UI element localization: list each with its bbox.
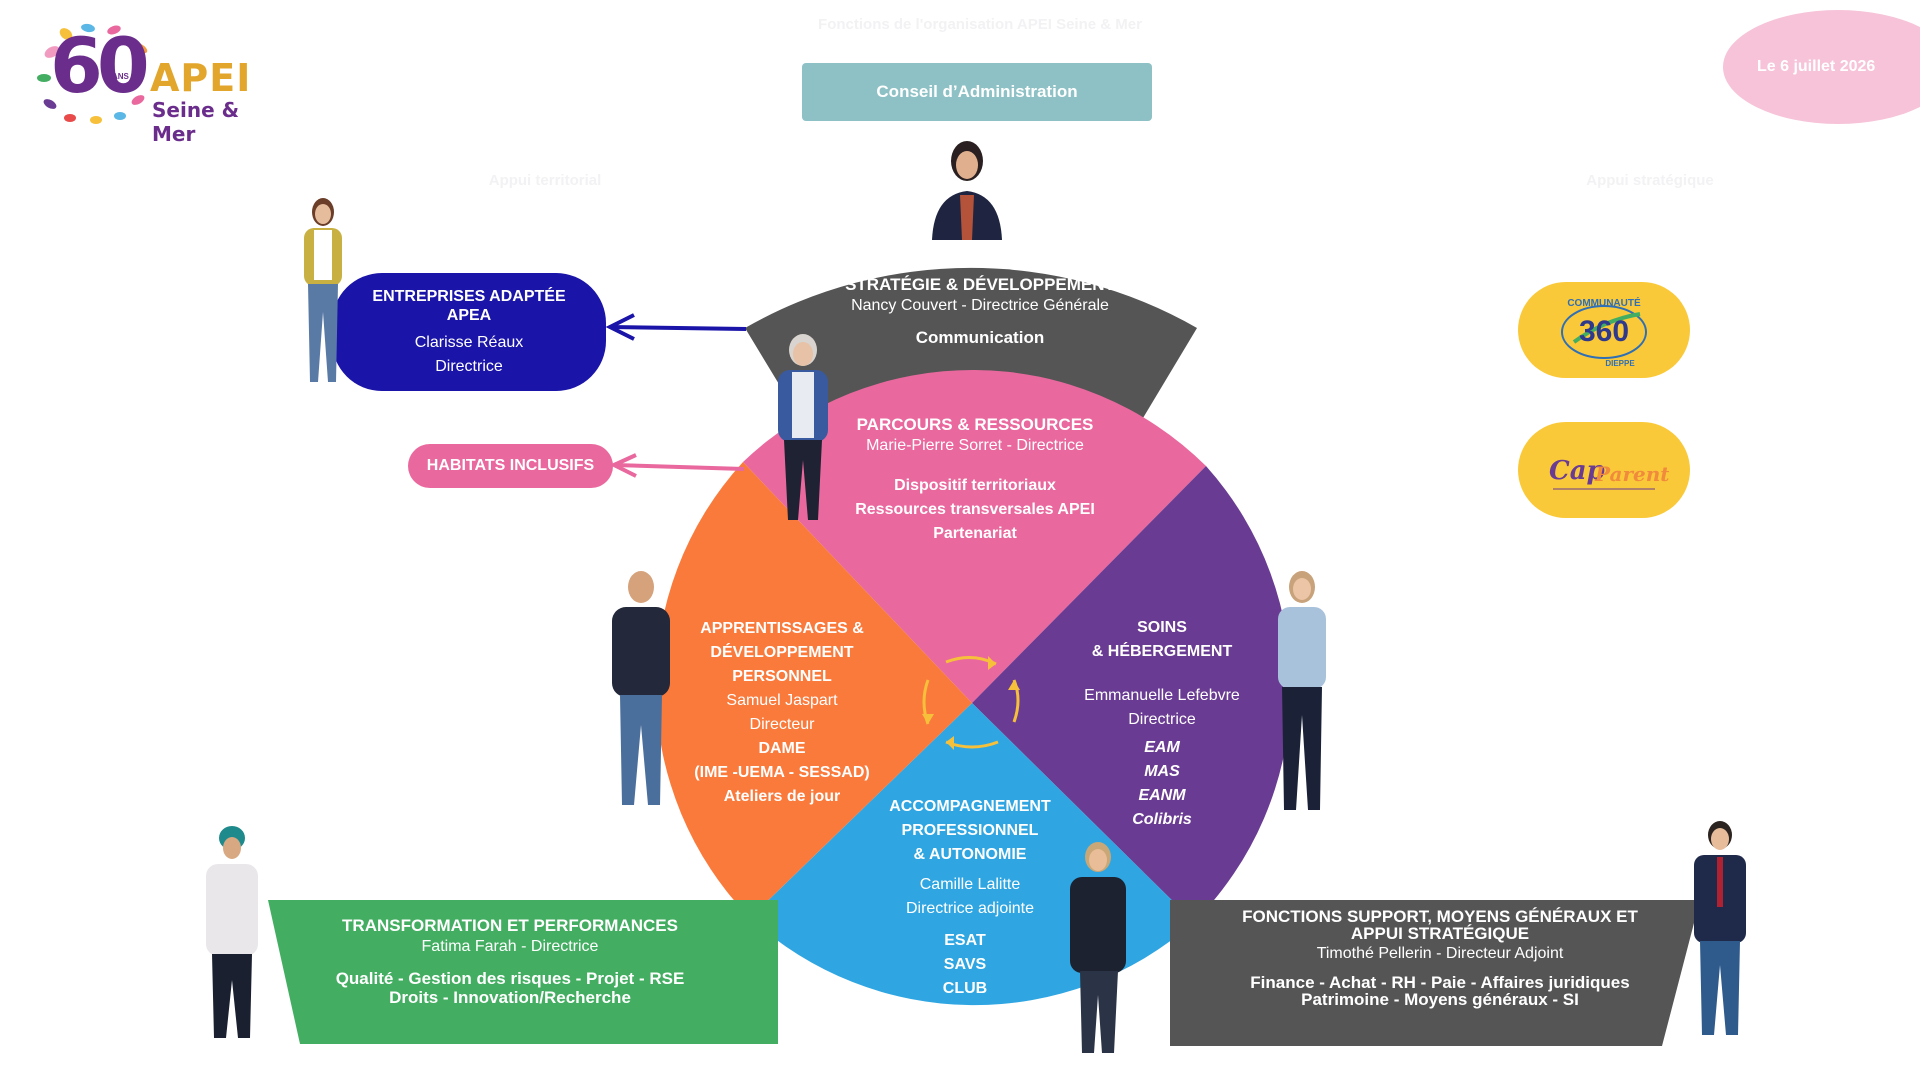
apprentissages-item: (IME -UEMA - SESSAD): [694, 764, 870, 781]
cycle-arrowheads-icon: [922, 656, 1020, 750]
transformation-box: [268, 900, 778, 1044]
entreprises-title-2: APEA: [446, 307, 492, 324]
fonctions-items: Finance - Achat - RH - Paie - Affaires j…: [1250, 973, 1630, 992]
accompagnement-person: Camille Lalitte: [919, 876, 1021, 893]
person-soins-photo: [1278, 571, 1326, 810]
soins-role: Directrice: [1128, 711, 1196, 728]
arrow-habitats-icon: [609, 453, 745, 478]
transformation-title: TRANSFORMATION ET PERFORMANCES: [342, 916, 678, 935]
parcours-segment: [743, 369, 1206, 703]
entreprises-role: Directrice: [435, 358, 503, 375]
faint-label-left: Appui territorial: [488, 172, 602, 189]
fonctions-items-2: Patrimoine - Moyens généraux - SI: [1301, 990, 1579, 1009]
person-parcours-photo: [778, 334, 828, 520]
apprentissages-segment: [655, 462, 972, 918]
cap-parents-logo: Cap Parents: [1549, 456, 1669, 490]
apprentissages-text: APPRENTISSAGES & DÉVELOPPEMENT PERSONNEL…: [672, 617, 892, 809]
fonctions-person: Timothé Pellerin - Directeur Adjoint: [1316, 945, 1564, 962]
parcours-title: PARCOURS & RESSOURCES: [856, 415, 1094, 434]
apprentissages-person: Samuel Jaspart: [726, 692, 838, 709]
transformation-items: Qualité - Gestion des risques - Projet -…: [335, 969, 685, 988]
parcours-person: Marie-Pierre Sorret - Directrice: [866, 437, 1084, 454]
conseil-label: Conseil d’Administration: [876, 82, 1078, 101]
apei-logo: 60 ANS APEI Seine & Mer: [30, 20, 280, 146]
conseil-administration-box: Conseil d’Administration: [802, 63, 1152, 121]
logo-subtitle: Seine & Mer: [152, 98, 240, 146]
soins-text: SOINS & HÉBERGEMENT Emmanuelle Lefebvre …: [1052, 616, 1272, 832]
soins-item: MAS: [1144, 763, 1180, 780]
person-accompagnement-photo: [1070, 842, 1126, 1053]
person-entreprises-photo: [304, 198, 342, 382]
accompagnement-title: ACCOMPAGNEMENT: [889, 798, 1051, 815]
transformation-items-2: Droits - Innovation/Recherche: [389, 988, 631, 1007]
parcours-text: PARCOURS & RESSOURCES Marie-Pierre Sorre…: [800, 415, 1150, 546]
transformation-person: Fatima Farah - Directrice: [421, 938, 599, 955]
date-label: Le 6 juillet 2026: [1757, 58, 1876, 75]
apprentissages-item: Ateliers de jour: [723, 788, 841, 805]
person-apprentissages-photo: [612, 571, 670, 805]
parcours-item: Ressources transversales APEI: [855, 501, 1095, 518]
entreprises-title: ENTREPRISES ADAPTÉE: [372, 288, 566, 305]
entreprises-adaptee-pill: ENTREPRISES ADAPTÉE APEA Clarisse Réaux …: [332, 273, 606, 391]
soins-item: EANM: [1138, 787, 1186, 804]
fonctions-text: FONCTIONS SUPPORT, MOYENS GÉNÉRAUX ET AP…: [1210, 908, 1670, 1008]
habitats-label: HABITATS INCLUSIFS: [426, 457, 595, 474]
flower-petals-icon: [37, 23, 148, 124]
person-strategie-photo: [932, 141, 1002, 240]
accompagnement-title: & AUTONOMIE: [913, 846, 1027, 863]
parents-text: Parents: [1594, 462, 1669, 486]
accompagnement-title: PROFESSIONNEL: [901, 822, 1039, 839]
parcours-item: Dispositif territoriaux: [894, 477, 1056, 494]
communaute-top: COMMUNAUTÉ: [1567, 296, 1641, 309]
apprentissages-title: APPRENTISSAGES &: [700, 620, 864, 637]
fonctions-title: FONCTIONS SUPPORT, MOYENS GÉNÉRAUX ET: [1242, 907, 1638, 926]
apprentissages-title: DÉVELOPPEMENT: [710, 644, 854, 661]
soins-person: Emmanuelle Lefebvre: [1084, 687, 1240, 704]
person-fonctions-photo: [1694, 821, 1746, 1035]
entreprises-person: Clarisse Réaux: [414, 334, 524, 351]
soins-item: Colibris: [1132, 811, 1192, 828]
parcours-item: Partenariat: [933, 525, 1017, 542]
faint-label-right: Appui stratégique: [1586, 172, 1714, 189]
cap-parents-badge: Cap Parents: [1518, 422, 1690, 518]
apprentissages-role: Directeur: [749, 716, 815, 733]
person-transformation-photo: [206, 826, 258, 1038]
fonctions-box: [1170, 900, 1700, 1046]
habitats-inclusifs-pill: HABITATS INCLUSIFS: [408, 444, 613, 488]
apprentissages-title: PERSONNEL: [732, 668, 832, 685]
date-bubble: Le 6 juillet 2026: [1723, 10, 1920, 124]
cap-text: Cap: [1549, 456, 1605, 486]
strategie-item: Communication: [915, 328, 1045, 347]
soins-segment: [972, 466, 1291, 922]
communaute-360-badge: COMMUNAUTÉ 360 DIEPPE: [1518, 282, 1690, 378]
soins-title: SOINS: [1137, 619, 1187, 636]
strategie-title: STRATÉGIE & DÉVELOPPEMENT: [845, 275, 1115, 294]
accompagnement-item: ESAT: [944, 932, 986, 949]
fonctions-title-2: APPUI STRATÉGIQUE: [1350, 924, 1530, 943]
soins-item: EAM: [1144, 739, 1180, 756]
logo-ans: ANS: [112, 72, 129, 81]
accompagnement-role: Directrice adjointe: [905, 900, 1035, 917]
accompagnement-item: CLUB: [942, 980, 988, 997]
logo-60: 60: [50, 21, 150, 110]
strategie-text: STRATÉGIE & DÉVELOPPEMENT Nancy Couvert …: [780, 275, 1180, 347]
communaute-number: 360: [1579, 315, 1629, 348]
logo-apei: APEI: [150, 56, 252, 100]
communaute-360-logo: COMMUNAUTÉ 360 DIEPPE: [1561, 296, 1647, 368]
apprentissages-item: DAME: [758, 740, 806, 757]
accompagnement-item: SAVS: [943, 956, 987, 973]
strategie-person: Nancy Couvert - Directrice Générale: [851, 297, 1109, 314]
accompagnement-text: ACCOMPAGNEMENT PROFESSIONNEL & AUTONOMIE…: [860, 795, 1080, 1001]
faint-title: Fonctions de l'organisation APEI Seine &…: [818, 16, 1142, 33]
transformation-text: TRANSFORMATION ET PERFORMANCES Fatima Fa…: [300, 916, 720, 1007]
soins-title: & HÉBERGEMENT: [1091, 643, 1233, 660]
arrow-entreprises-icon: [605, 313, 747, 341]
communaute-bottom: DIEPPE: [1605, 359, 1635, 368]
